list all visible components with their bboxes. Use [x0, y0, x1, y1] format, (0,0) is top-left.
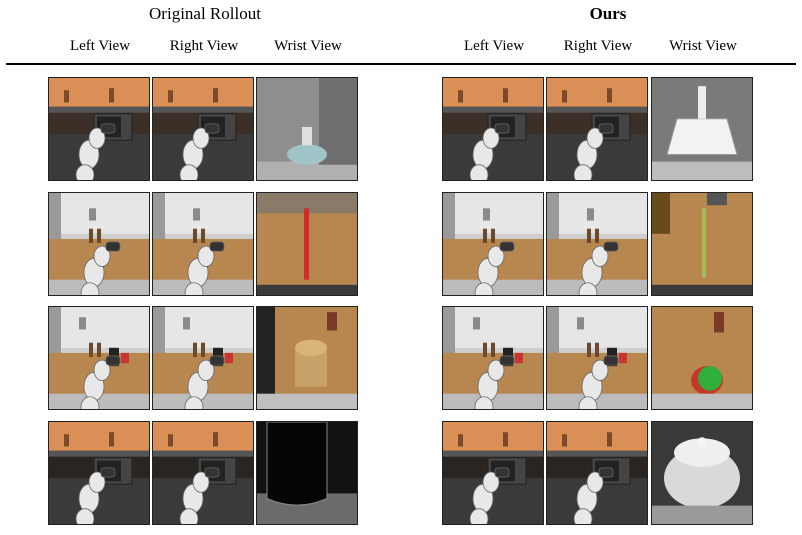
group-title-ours: Ours: [589, 4, 627, 23]
row-4-ours-right-view-image: [546, 421, 648, 525]
row-1-ours-wrist-view-image: [651, 77, 753, 181]
header-rule: [6, 63, 796, 65]
row-1-ours-left-view-image: [442, 77, 544, 181]
row-1-ours-right-view-image: [546, 77, 648, 181]
row-3-original-left-view-image: [48, 306, 150, 410]
col-label-right-view: Right View: [169, 38, 239, 54]
row-3-ours-left-view-image: [442, 306, 544, 410]
row-3-ours-wrist-view-image: [651, 306, 753, 410]
row-4-ours-left-view-image: [442, 421, 544, 525]
row-4-original-right-view-image: [152, 421, 254, 525]
row-2-original-left-view-image: [48, 192, 150, 296]
row-3-original-right-view-image: [152, 306, 254, 410]
col-label-left-view: Left View: [69, 38, 131, 54]
row-2-ours-left-view-image: [442, 192, 544, 296]
group-title-original: Original Rollout: [149, 4, 261, 23]
row-2-ours-right-view-image: [546, 192, 648, 296]
row-1-original-wrist-view-image: [256, 77, 358, 181]
col-label-right-view-ours: Right View: [563, 38, 633, 54]
row-4-ours-wrist-view-image: [651, 421, 753, 525]
col-label-wrist-view: Wrist View: [274, 38, 342, 54]
row-3-original-wrist-view-image: [256, 306, 358, 410]
col-label-left-view-ours: Left View: [463, 38, 525, 54]
row-2-ours-wrist-view-image: [651, 192, 753, 296]
col-label-wrist-view-ours: Wrist View: [669, 38, 737, 54]
row-2-original-right-view-image: [152, 192, 254, 296]
row-4-original-left-view-image: [48, 421, 150, 525]
row-1-original-right-view-image: [152, 77, 254, 181]
row-3-ours-right-view-image: [546, 306, 648, 410]
row-2-original-wrist-view-image: [256, 192, 358, 296]
row-1-original-left-view-image: [48, 77, 150, 181]
row-4-original-wrist-view-image: [256, 421, 358, 525]
